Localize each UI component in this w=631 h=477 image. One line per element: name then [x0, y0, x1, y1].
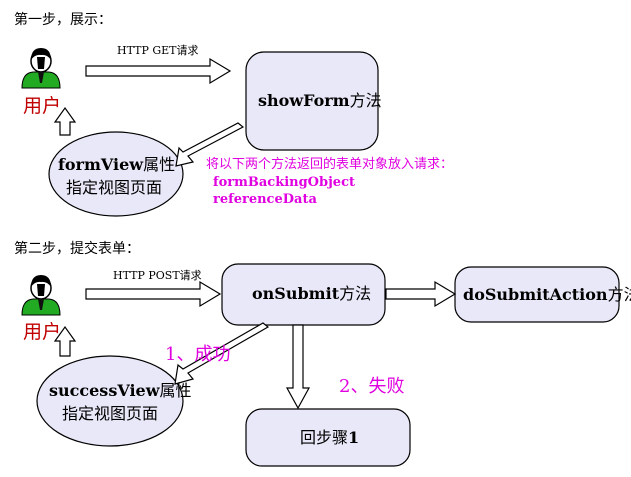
http-post-label: HTTP POST请求	[113, 269, 202, 282]
dosubmit-suffix: 方法	[607, 285, 631, 304]
arrow-successview-to-user2	[53, 325, 77, 357]
successview-suffix: 属性	[159, 381, 192, 400]
onsubmit-suffix: 方法	[339, 284, 372, 303]
dosubmit-name: doSubmitAction	[463, 285, 608, 304]
successview-text: successView属性	[49, 383, 192, 399]
arrow-onsubmit-to-dosubmit	[385, 280, 457, 308]
step1-heading: 第一步，展示：	[14, 12, 112, 28]
back-to-step1-text: 回步骤1	[300, 430, 359, 446]
formview-name: formView	[58, 155, 144, 174]
successview-line2: 指定视图页面	[62, 404, 159, 423]
showform-suffix: 方法	[349, 91, 382, 110]
showform-node	[245, 51, 379, 151]
dosubmit-text: doSubmitAction方法	[463, 287, 631, 303]
user2-label: 用户	[23, 321, 62, 343]
arrow-success	[174, 322, 270, 385]
step2-heading: 第二步，提交表单：	[14, 241, 140, 257]
http-get-label: HTTP GET请求	[117, 44, 199, 57]
user1-label: 用户	[23, 95, 62, 117]
arrow-showform-to-formview	[175, 122, 245, 167]
arrow-fail	[285, 324, 311, 410]
successview-node	[36, 355, 184, 447]
formview-suffix: 属性	[143, 155, 176, 174]
note-line1: 将以下两个方法返回的表单对象放入请求：	[206, 157, 454, 172]
arrow-formview-to-user1	[53, 106, 77, 136]
back-to-step1-node	[245, 408, 411, 467]
onsubmit-name: onSubmit	[252, 284, 340, 303]
user-icon	[21, 47, 61, 89]
back-num: 1	[348, 428, 360, 447]
user-icon	[21, 274, 61, 316]
formview-node	[48, 131, 184, 217]
note-line3: referenceData	[213, 192, 317, 207]
back-prefix: 回步骤	[300, 428, 349, 447]
arrow-http-post	[85, 280, 222, 308]
formview-text: formView属性	[58, 157, 175, 173]
fail-label: 2、失败	[339, 376, 405, 397]
arrow-http-get	[85, 57, 232, 85]
onsubmit-text: onSubmit方法	[252, 286, 371, 302]
success-label: 1、成功	[165, 344, 231, 365]
note-line2: formBackingObject	[213, 175, 355, 190]
showform-name: showForm	[258, 91, 350, 110]
successview-name: successView	[49, 381, 160, 400]
formview-line2: 指定视图页面	[66, 178, 163, 197]
showform-text: showForm方法	[258, 93, 382, 109]
